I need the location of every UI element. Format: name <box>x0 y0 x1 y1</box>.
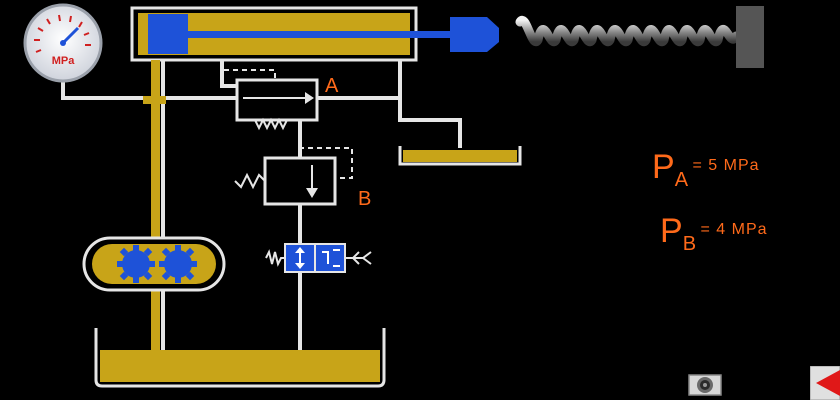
dcv-actuator <box>345 251 372 265</box>
pressure-a-symbol: P <box>652 148 675 186</box>
gauge-line <box>61 72 237 100</box>
valve-a-spring <box>254 117 288 131</box>
piston-rod <box>186 31 450 38</box>
oil-filled-riser <box>151 60 160 350</box>
valve-a-pilot-line <box>221 69 276 86</box>
valve-b-label: B <box>358 188 371 210</box>
pressure-a-subscript: A <box>674 169 689 191</box>
dcv-spring <box>265 249 285 267</box>
main-tank-oil <box>100 350 380 382</box>
valve-b-body <box>263 156 337 206</box>
cylinder-piston <box>148 14 188 54</box>
pressure-b-value: = 4 MPa <box>700 221 768 238</box>
main-tank <box>94 328 386 388</box>
arrow-left-icon <box>809 365 840 400</box>
pressure-a-readout: PA = 5 MPa <box>652 148 760 191</box>
fixed-wall <box>736 6 764 68</box>
rod-end-line <box>220 60 237 88</box>
small-tank-walls <box>398 146 522 166</box>
valve-a-body <box>235 78 319 122</box>
small-tank-oil <box>403 150 517 162</box>
pump-gear-left <box>117 245 155 283</box>
gauge-needle <box>61 26 80 45</box>
pressure-b-subscript: B <box>682 233 697 255</box>
valve-a: A <box>221 69 339 131</box>
gauge-ticks <box>34 14 91 53</box>
valve-a-label: A <box>325 75 339 97</box>
sound-button[interactable] <box>688 374 722 396</box>
hydraulic-cylinder <box>130 6 499 62</box>
pressure-b-readout: PB = 4 MPa <box>660 212 768 255</box>
oil-junction <box>143 96 166 104</box>
valve-a-tank-line <box>317 96 462 148</box>
valve-b: B <box>234 147 371 210</box>
gauge-pivot <box>60 40 66 46</box>
main-tank-walls <box>94 328 386 388</box>
previous-button[interactable] <box>809 365 840 400</box>
valve-b-arrowhead <box>306 188 318 198</box>
speaker-icon <box>688 374 722 396</box>
valve-b-spring <box>234 172 266 190</box>
small-tank <box>398 146 522 166</box>
pressure-b-symbol: P <box>660 212 683 250</box>
gauge-unit-label: MPa <box>52 55 76 67</box>
dcv-arrow-up <box>295 247 305 253</box>
valve-a-arrowhead <box>305 92 314 104</box>
load-spring <box>515 15 741 47</box>
rod-end-clevis <box>450 17 499 52</box>
pressure-gauge: MPa <box>23 3 103 83</box>
directional-valve <box>265 243 372 273</box>
gear-pump <box>82 236 226 292</box>
pressure-a-value: = 5 MPa <box>692 157 760 174</box>
dcv-arrow-down <box>295 263 305 269</box>
dcv-block-symbol <box>322 251 329 264</box>
pump-gear-right <box>159 245 197 283</box>
spring-coil <box>515 15 741 47</box>
